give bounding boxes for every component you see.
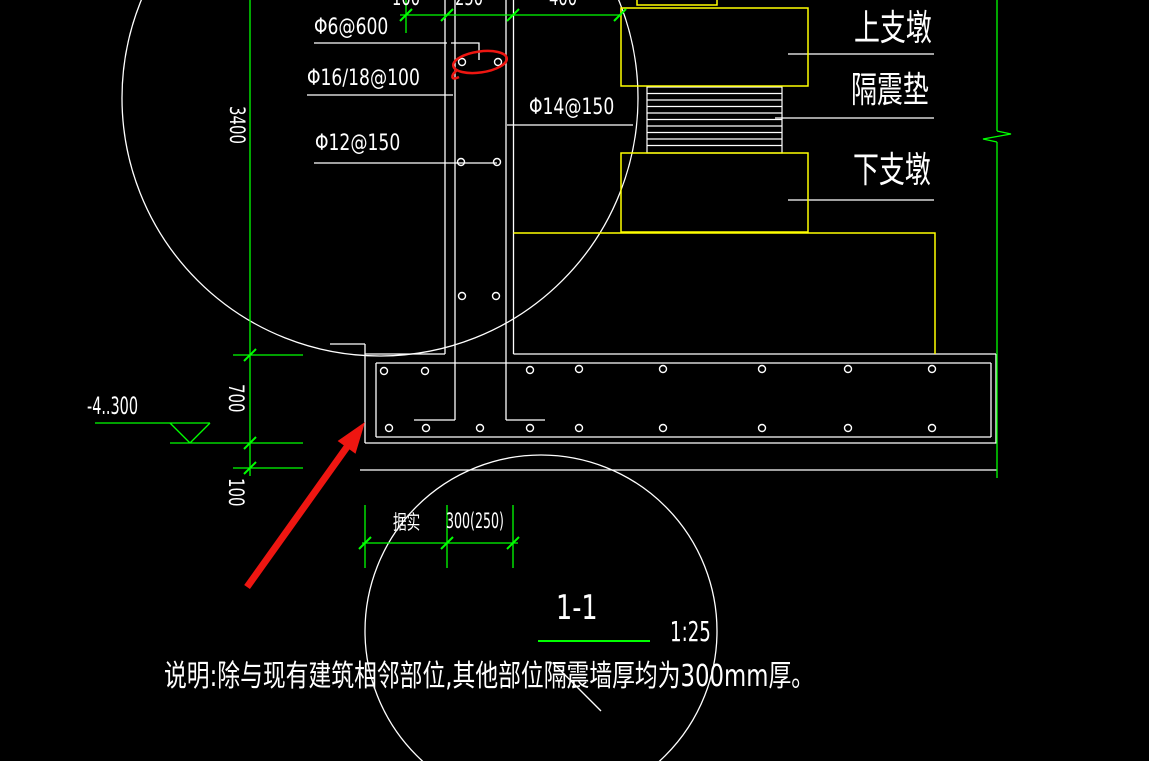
dim-top-100: 100 — [392, 0, 420, 9]
rebar-dot — [420, 366, 430, 376]
rebar-section-dots — [379, 57, 937, 433]
dim-tick — [243, 436, 257, 450]
rebar-callout-wall-vertical: Φ16/18@100 — [307, 66, 420, 91]
rebar-callout-pier: Φ14@150 — [529, 95, 615, 120]
rebar-dot — [492, 157, 502, 167]
dim-tick — [399, 8, 413, 22]
rebar-dot — [843, 423, 853, 433]
rebar-dot — [757, 423, 767, 433]
rebar-dot — [457, 291, 467, 301]
rebar-dot — [658, 364, 668, 374]
rebar-dot — [927, 364, 937, 374]
red-annotations — [244, 49, 509, 589]
rebar-dot — [757, 364, 767, 374]
upper-pier-rect — [620, 7, 809, 87]
dim-ticks-left — [243, 348, 257, 475]
dim-top-250: 250 — [455, 0, 483, 9]
label-lower-pier: 下支墩 — [853, 150, 931, 191]
dim-bottom-wall-thickness: 300(250) — [446, 509, 504, 533]
isolation-bearing — [646, 86, 783, 154]
general-note: 说明:除与现有建筑相邻部位,其他部位隔震墙厚均为300mm厚。 — [164, 659, 815, 694]
detail-bubbles — [121, 0, 718, 761]
break-symbol — [982, 130, 1012, 143]
red-circle-annotation — [451, 49, 509, 75]
dim-tick — [440, 536, 454, 550]
dimension-graphics — [95, 0, 1012, 642]
elevation-triangle-right — [189, 422, 211, 444]
lower-pier-rect — [620, 152, 809, 233]
dim-left-700: 700 — [224, 384, 248, 413]
detail-bubble-top — [121, 0, 639, 357]
section-title: 1-1 — [556, 588, 598, 628]
wall-section — [414, 0, 545, 421]
rebar-dot — [927, 423, 937, 433]
rebar-dot — [843, 364, 853, 374]
rebar-dot — [574, 423, 584, 433]
rebar-dot — [457, 57, 467, 67]
rebar-dot — [491, 291, 501, 301]
section-cut-line — [982, 0, 1012, 478]
dim-left-3400: 3400 — [225, 106, 249, 144]
dim-tick — [506, 8, 520, 22]
rebar-dot — [475, 423, 485, 433]
column-stub-rect — [636, 0, 718, 6]
rebar-dot — [658, 423, 668, 433]
stray-line — [552, 662, 602, 712]
rebar-dot — [493, 57, 503, 67]
dim-tick — [613, 8, 627, 22]
section-scale: 1:25 — [670, 615, 711, 648]
pier-base-outline — [513, 232, 936, 354]
dim-ticks-bottom — [358, 536, 520, 550]
dim-top-400: 400 — [549, 0, 577, 9]
detail-bubble-bottom — [364, 454, 718, 761]
dim-bottom-as-built: 据实 — [393, 510, 421, 534]
footing-section — [330, 343, 997, 471]
label-isolation-pad: 隔震垫 — [851, 70, 929, 111]
elevation-triangle-left — [169, 422, 191, 444]
rebar-dot — [574, 364, 584, 374]
dim-tick — [358, 536, 372, 550]
wall-top-step — [451, 42, 480, 60]
dim-tick — [243, 461, 257, 475]
dim-tick — [440, 8, 454, 22]
pier-outlines — [513, 0, 936, 354]
rebar-dot — [384, 423, 394, 433]
red-circle-tail — [451, 69, 460, 80]
dim-tick — [506, 536, 520, 550]
dim-left-100: 100 — [224, 478, 248, 507]
rebar-dot — [525, 365, 535, 375]
rebar-callout-wall-inner: Φ12@150 — [315, 131, 401, 156]
bearing-hatch — [647, 92, 782, 147]
leader-lines — [307, 42, 934, 201]
dim-tick — [243, 348, 257, 362]
rebar-callout-wall-horizontal: Φ6@600 — [314, 15, 389, 40]
label-upper-pier: 上支墩 — [854, 8, 932, 49]
elevation-marker-graphics — [95, 422, 211, 444]
rebar-dot — [456, 157, 466, 167]
rebar-dot — [421, 423, 431, 433]
red-arrow-annotation — [244, 422, 365, 589]
dim-ticks-top — [399, 8, 627, 22]
elevation-value: -4..300 — [87, 392, 138, 420]
rebar-dot — [379, 366, 389, 376]
rebar-dot — [525, 423, 535, 433]
